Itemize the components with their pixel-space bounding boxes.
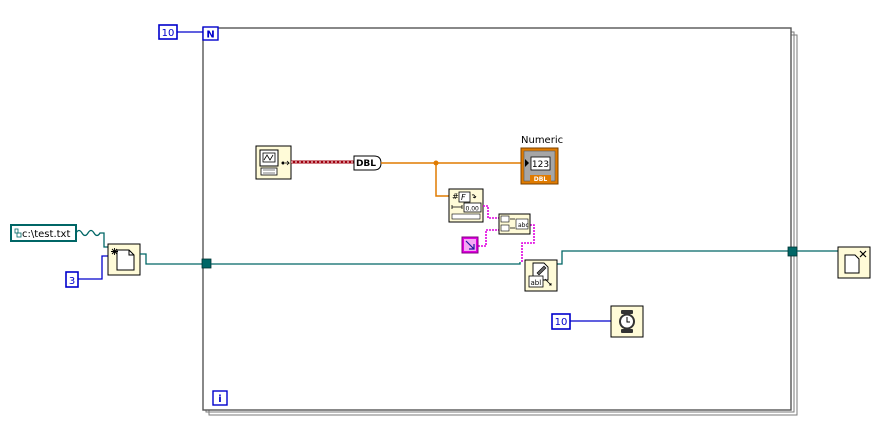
loop-count-value: 10 (162, 28, 175, 39)
refnum-tunnel-right[interactable] (787, 246, 798, 257)
numeric-wire (381, 160, 521, 197)
format-into-string-node[interactable]: # F 0.00 (448, 188, 484, 223)
refnum-tunnel-left[interactable] (201, 258, 212, 269)
numeric-indicator[interactable]: 123 DBL (520, 147, 559, 185)
loop-count-constant[interactable]: 10 (158, 24, 178, 40)
open-mode-constant[interactable]: 3 (65, 271, 79, 288)
svg-text:#: # (452, 192, 459, 201)
indicator-label: Numeric (521, 135, 563, 146)
close-file-node[interactable] (837, 246, 871, 279)
mode-wire (78, 255, 109, 280)
refnum-wire-loop (211, 262, 521, 265)
for-loop[interactable] (202, 27, 798, 416)
indicator-value-glyph: 123 (532, 160, 549, 170)
close-file-icon (844, 250, 867, 274)
iteration-terminal[interactable]: i (212, 390, 228, 406)
write-text-file-node[interactable]: abl (524, 259, 558, 292)
svg-text:0.00: 0.00 (466, 206, 480, 213)
string-wires (478, 205, 535, 262)
dbl-conversion-label: DBL (356, 159, 376, 169)
path-icon (14, 228, 22, 238)
input-arrow-icon (525, 159, 529, 167)
file-path-value: c:\test.txt (22, 229, 70, 240)
concatenate-icon: abc (500, 215, 529, 232)
wait-ms-value: 10 (555, 317, 568, 328)
end-of-line-constant[interactable] (461, 236, 479, 254)
to-dbl-conversion-node[interactable]: DBL (353, 155, 382, 171)
write-file-icon: abl (528, 262, 552, 288)
wait-ms-constant[interactable]: 10 (551, 313, 571, 330)
open-file-node[interactable] (107, 243, 141, 276)
count-terminal[interactable]: N (202, 26, 219, 41)
watch-icon (619, 310, 635, 333)
concatenate-strings-node[interactable]: abc (498, 213, 531, 235)
wait-ms-node[interactable] (610, 305, 644, 338)
count-terminal-label: N (206, 30, 214, 41)
refnum-wire-in (140, 253, 203, 265)
refnum-wire-out (557, 250, 789, 265)
acquire-node[interactable] (255, 145, 292, 180)
iteration-terminal-label: i (218, 394, 221, 405)
new-file-icon (111, 248, 135, 271)
indicator-type-label: DBL (534, 176, 548, 183)
svg-text:abc: abc (518, 222, 529, 229)
svg-text:abl: abl (531, 279, 542, 287)
open-mode-value: 3 (69, 276, 75, 287)
path-wire (75, 229, 109, 248)
svg-text:F: F (461, 193, 466, 202)
return-arrow-icon (464, 239, 476, 251)
format-icon: # F 0.00 (451, 191, 482, 220)
simulate-signal-icon (259, 149, 290, 176)
file-path-constant[interactable]: c:\test.txt (10, 224, 77, 242)
